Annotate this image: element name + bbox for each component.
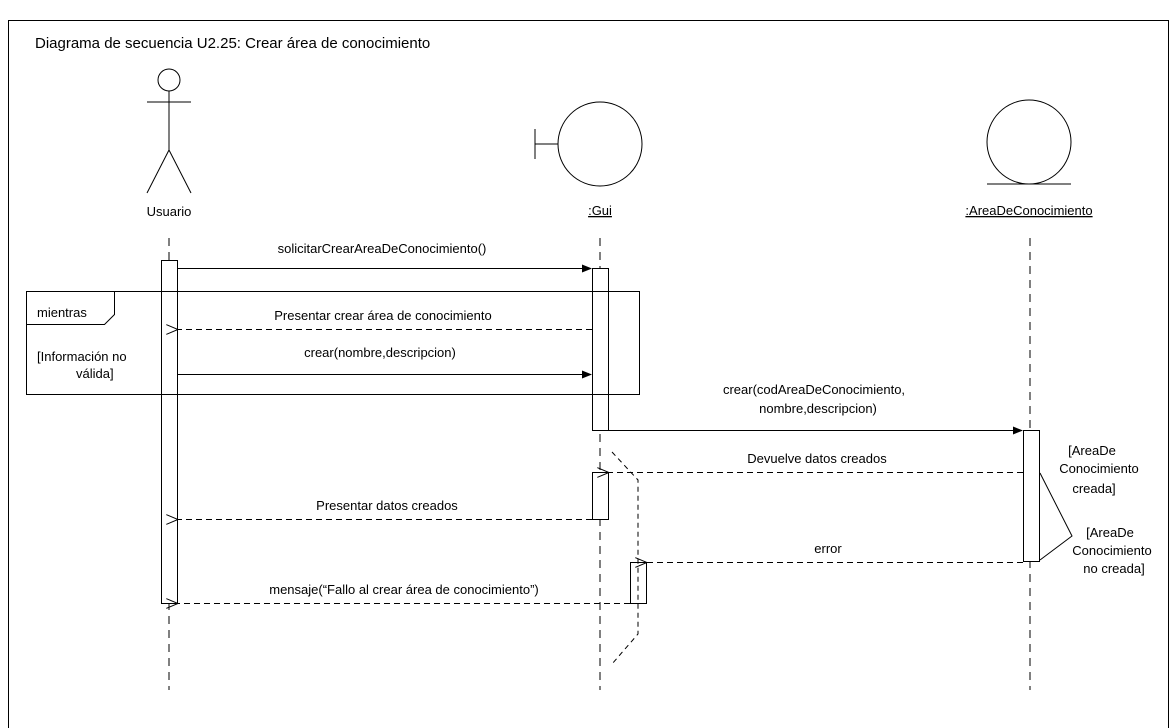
activation-area	[1023, 430, 1040, 562]
boundary-gui-icon	[534, 101, 643, 187]
svg-text:[AreaDe: [AreaDe	[1068, 443, 1116, 458]
message-crear: crear(nombre,descripcion)	[178, 345, 592, 379]
svg-text:Presentar datos creados: Presentar datos creados	[316, 498, 458, 513]
message-error: error	[647, 541, 1023, 563]
diagram-title: Diagrama de secuencia U2.25: Crear área …	[35, 35, 430, 52]
svg-text:Conocimiento: Conocimiento	[1072, 543, 1152, 558]
participant-label-area: :AreaDeConocimiento	[965, 203, 1092, 218]
fragment-mientras: mientras [Información no válida]	[26, 291, 640, 395]
note-area-creada: [AreaDe Conocimiento creada]	[1059, 443, 1139, 496]
svg-text:nombre,descripcion): nombre,descripcion)	[759, 401, 877, 416]
activation-gui-1	[592, 268, 609, 431]
message-solicitar: solicitarCrearAreaDeConocimiento()	[178, 241, 592, 273]
svg-text:Presentar crear área de conoci: Presentar crear área de conocimiento	[274, 308, 492, 323]
fragment-guard-line2: válida]	[76, 366, 114, 381]
actor-head	[157, 68, 181, 92]
message-presentar-datos: Presentar datos creados	[178, 498, 592, 520]
fragment-operator: mientras	[37, 305, 87, 320]
note-area-no-creada: [AreaDe Conocimiento no creada]	[1072, 525, 1152, 576]
diagram-frame	[8, 20, 1169, 728]
message-crear-area: crear(codAreaDeConocimiento, nombre,desc…	[609, 382, 1023, 435]
svg-text:crear(nombre,descripcion): crear(nombre,descripcion)	[304, 345, 456, 360]
svg-text:creada]: creada]	[1072, 481, 1115, 496]
fragment-guard-line1: [Información no	[37, 349, 127, 364]
message-presentar-crear: Presentar crear área de conocimiento	[178, 308, 592, 330]
svg-text:error: error	[814, 541, 842, 556]
svg-text:Devuelve datos creados: Devuelve datos creados	[747, 451, 887, 466]
participant-label-usuario: Usuario	[147, 204, 192, 219]
message-devuelve: Devuelve datos creados	[609, 451, 1023, 473]
svg-text:no creada]: no creada]	[1083, 561, 1144, 576]
svg-text:Conocimiento: Conocimiento	[1059, 461, 1139, 476]
activation-usuario	[161, 260, 178, 604]
message-mensaje-fallo: mensaje(“Fallo al crear área de conocimi…	[178, 582, 630, 604]
activation-gui-2	[592, 472, 609, 520]
actor-usuario	[146, 68, 192, 194]
gui-branch-bracket	[611, 451, 639, 665]
svg-text:solicitarCrearAreaDeConocimien: solicitarCrearAreaDeConocimiento()	[278, 241, 487, 256]
svg-text:mensaje(“Fallo al crear área d: mensaje(“Fallo al crear área de conocimi…	[269, 582, 539, 597]
condition-connectors	[1039, 472, 1073, 561]
entity-area-icon	[986, 99, 1072, 185]
participant-label-gui: :Gui	[588, 203, 612, 218]
svg-text:[AreaDe: [AreaDe	[1086, 525, 1134, 540]
svg-text:crear(codAreaDeConocimiento,: crear(codAreaDeConocimiento,	[723, 382, 905, 397]
